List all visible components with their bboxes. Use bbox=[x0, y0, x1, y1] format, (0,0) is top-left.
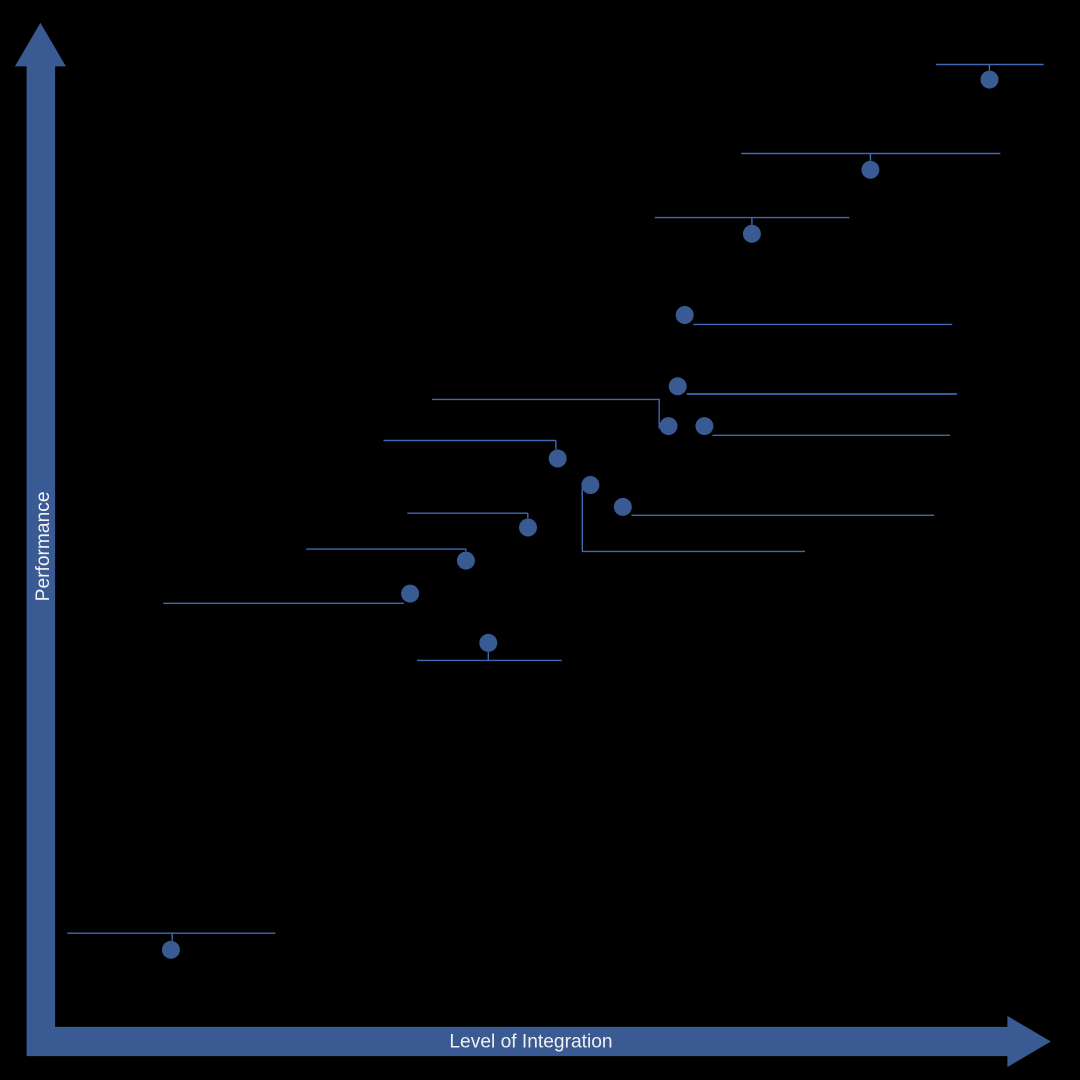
svg-text:Level of Integration: Level of Integration bbox=[449, 1031, 612, 1052]
svg-text:Performance: Performance bbox=[33, 491, 54, 601]
